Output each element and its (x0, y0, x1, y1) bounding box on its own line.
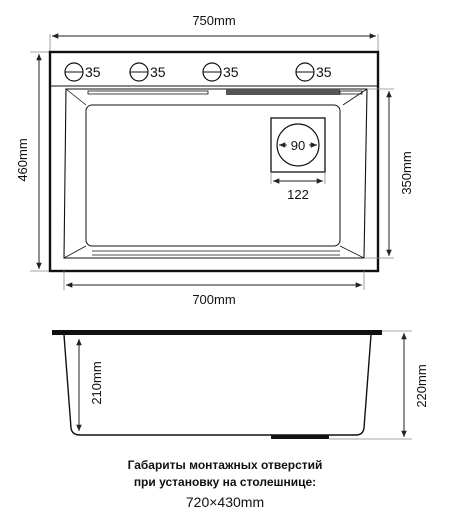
outer-height-label: 220mm (414, 364, 429, 407)
faucet-hole-4-label: 35 (316, 64, 332, 80)
side-view: 210mm 220mm (52, 330, 429, 440)
bowl-bevel-top-right (342, 88, 368, 106)
faucet-hole-2-label: 35 (150, 64, 166, 80)
faucet-hole-3: 35 (202, 62, 239, 82)
top-rail-slot (87, 90, 209, 95)
top-rail-end (339, 90, 363, 95)
bowl-inner-floor (85, 104, 341, 247)
bowl-bevel-top-left (65, 88, 87, 106)
faucet-hole-2: 35 (129, 62, 166, 82)
bowl-depth-label: 350mm (399, 151, 414, 194)
inner-depth-label: 210mm (89, 361, 104, 404)
drain: 90 122 (270, 117, 326, 202)
bowl-width-label: 700mm (192, 292, 235, 307)
faucet-hole-1-label: 35 (85, 64, 101, 80)
faucet-hole-3-label: 35 (223, 64, 239, 80)
cutout-caption-line-1: Габариты монтажных отверстий (127, 458, 323, 472)
bowl-profile (63, 334, 372, 436)
drain-outlet (271, 435, 329, 439)
drain-diameter-label: 90 (291, 138, 305, 153)
top-view: 750mm 460mm 35 35 35 35 (15, 13, 414, 307)
bowl-bevel-bottom-left (63, 245, 87, 259)
sink-flange (52, 330, 382, 335)
drain-circle (276, 123, 320, 167)
drain-square-label: 122 (287, 187, 309, 202)
cutout-size-label: 720×430mm (185, 494, 265, 510)
overflow-grill (226, 89, 340, 95)
bowl-bevel-bottom-right (339, 245, 365, 259)
cutout-caption-line-2: при установку на столешнице: (133, 475, 317, 489)
faucet-hole-4: 35 (295, 62, 332, 82)
overall-width-label: 750mm (192, 13, 235, 28)
drain-square (270, 117, 326, 173)
overall-depth-label: 460mm (15, 138, 30, 181)
drain-label-backdrop (287, 138, 309, 152)
sink-outer-rim (48, 50, 380, 273)
faucet-hole-1: 35 (64, 62, 101, 82)
bowl-outer-edge (63, 88, 368, 259)
